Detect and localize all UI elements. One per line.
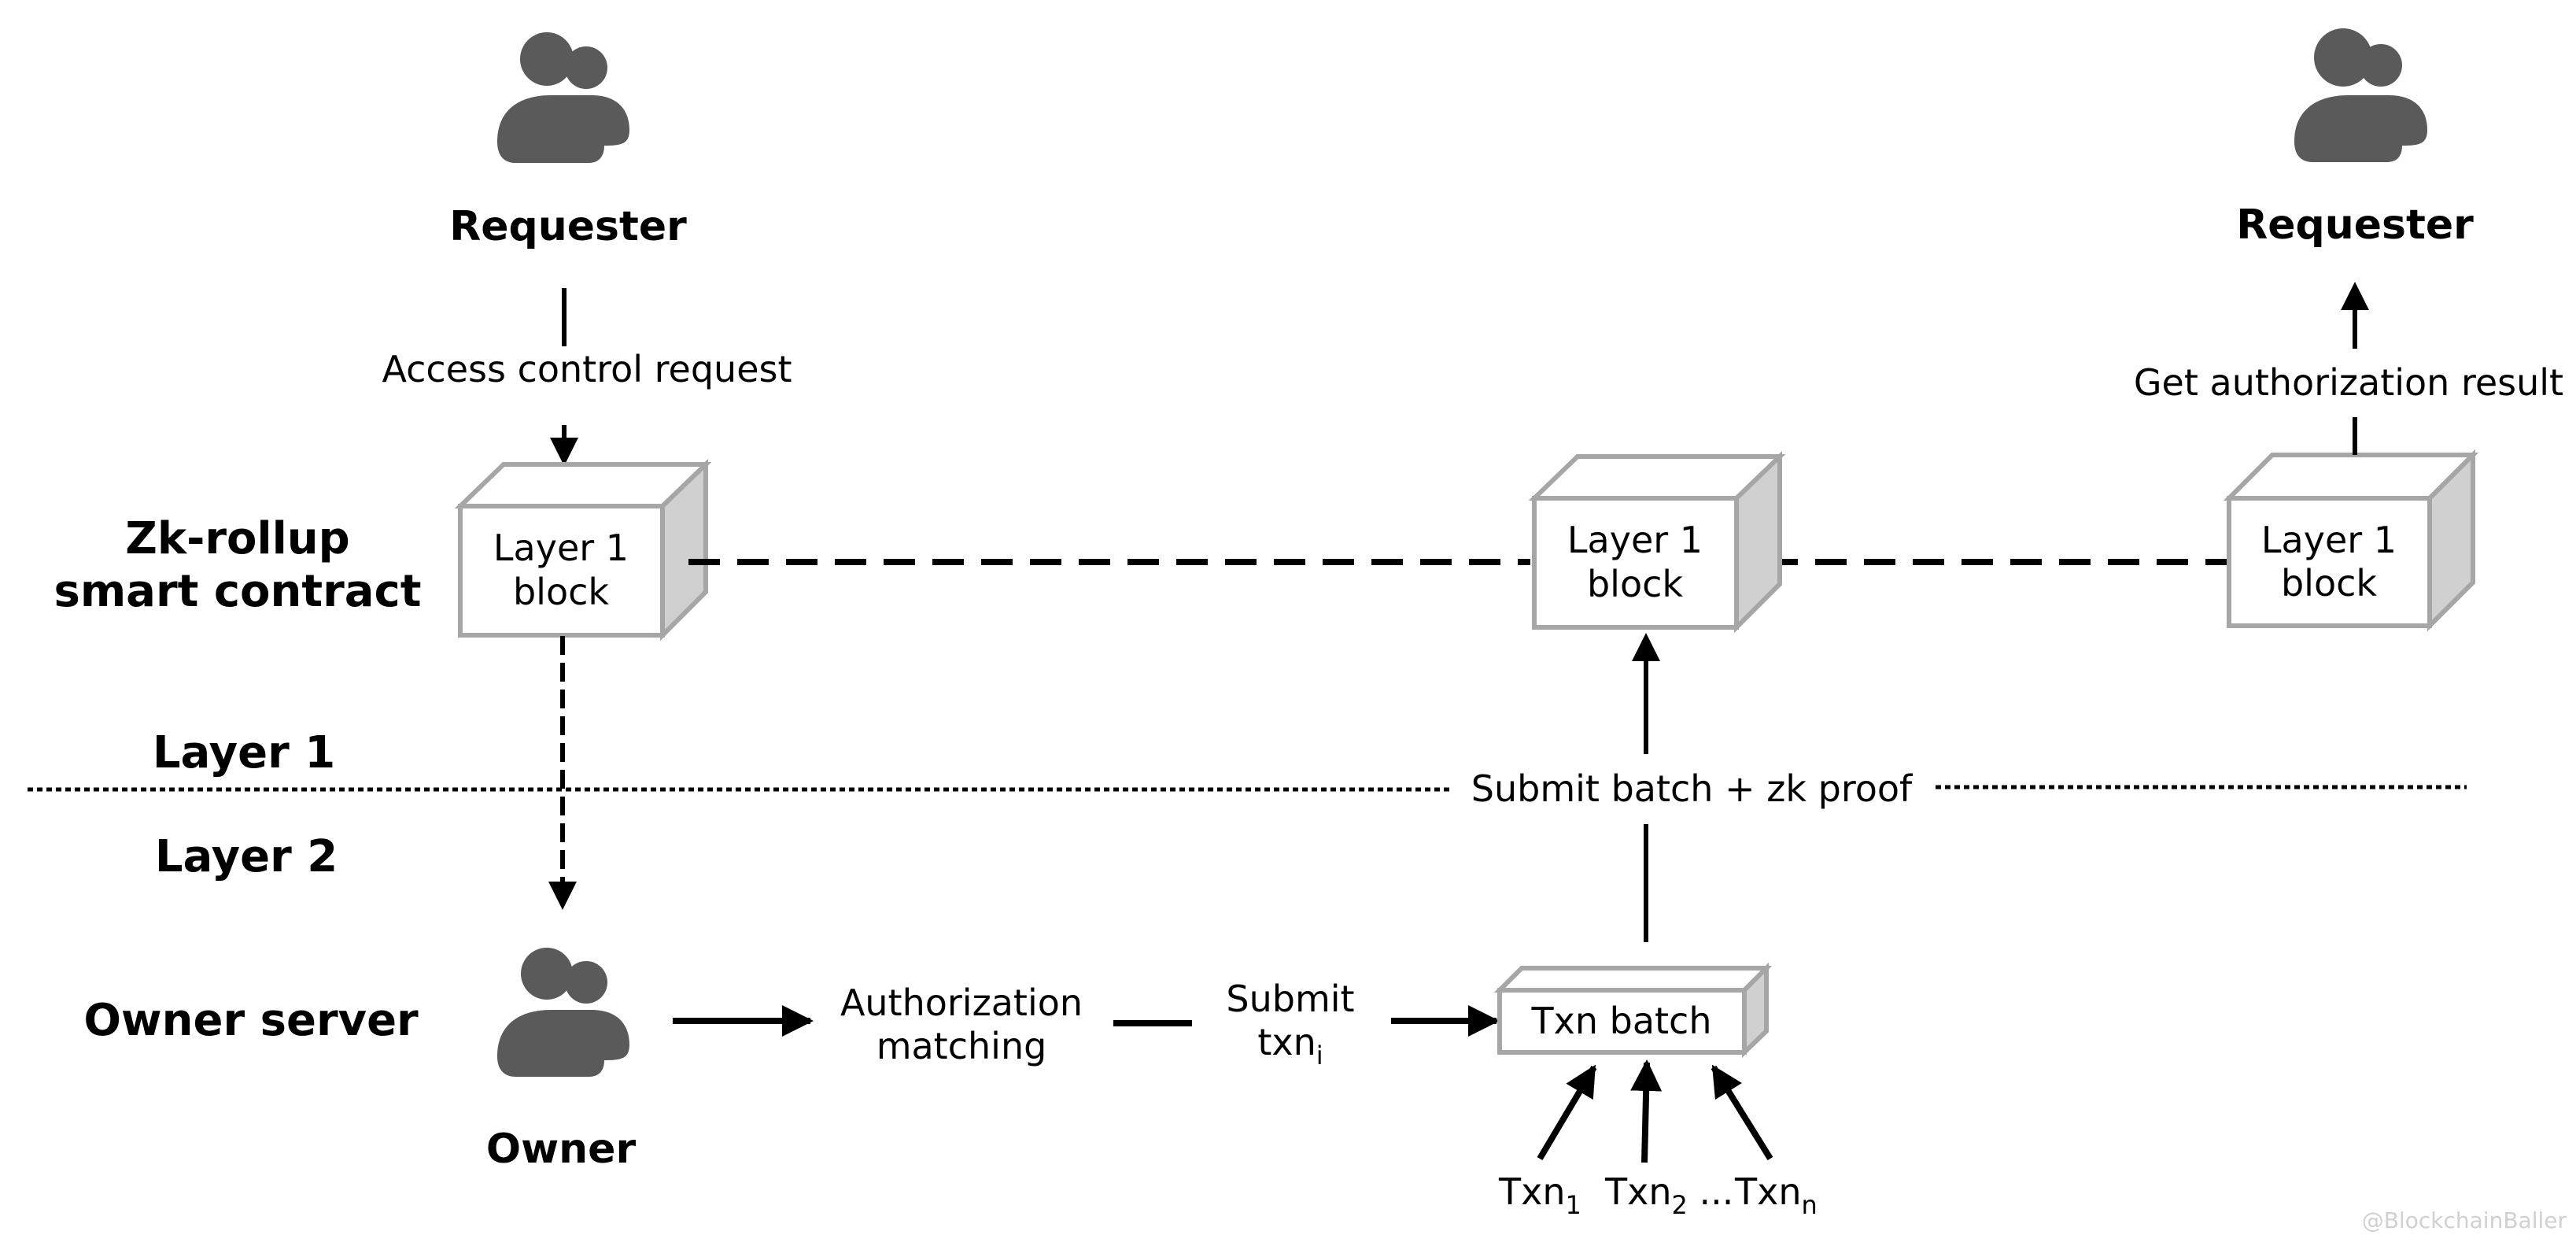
txn-1-base: Txn <box>1498 1170 1565 1213</box>
edge-access-control-request: Access control request <box>382 288 792 466</box>
transaction-arrows <box>1537 1059 1773 1163</box>
block-2-label-line1: Layer 1 <box>1567 519 1703 561</box>
txn-batch-label: Txn batch <box>1531 1000 1712 1042</box>
txn-batch-box: Txn batch <box>1493 962 1773 1059</box>
authorization-matching-line1: Authorization <box>840 982 1083 1024</box>
edge-label-get-authorization-result: Get authorization result <box>2134 361 2563 404</box>
requester-right-label: Requester <box>2236 202 2474 249</box>
requester-left-label: Requester <box>449 203 687 250</box>
block-1-label-line2: block <box>513 571 609 613</box>
layer1-block-3: Layer 1 block <box>2223 449 2479 632</box>
submit-txn-subscript: i <box>1316 1041 1323 1070</box>
txn-2-base: Txn <box>1604 1170 1671 1213</box>
owner-label: Owner <box>486 1126 637 1173</box>
submit-txn-line2: txni <box>1257 1021 1323 1070</box>
row-label-layer2: Layer 2 <box>155 831 338 882</box>
edge-label-access-control-request: Access control request <box>382 348 792 390</box>
txn-label-1: Txn1 <box>1498 1170 1581 1220</box>
watermark: @BlockchainBaller <box>2362 1207 2567 1233</box>
layer1-block-2: Layer 1 block <box>1528 450 1786 634</box>
edge-batch-to-block2: Submit batch + zk proof <box>1471 633 1914 942</box>
person-icon <box>497 948 629 1077</box>
row-label-owner-server: Owner server <box>83 995 419 1046</box>
txn-arrow-n <box>1711 1064 1773 1161</box>
row-label-smart-contract: smart contract <box>54 566 421 617</box>
txn-label-2: Txn2 ... <box>1604 1170 1733 1220</box>
owner: Owner <box>486 948 637 1173</box>
txn-label-n: Txnn <box>1734 1170 1818 1220</box>
txn-n-base: Txn <box>1734 1170 1801 1213</box>
authorization-matching-line2: matching <box>877 1025 1047 1067</box>
txn-2-ellipsis: ... <box>1688 1170 1734 1213</box>
block-1-label-line1: Layer 1 <box>493 527 629 569</box>
txn-arrow-2 <box>1630 1059 1663 1163</box>
person-icon <box>497 32 629 163</box>
requester-right: Requester <box>2236 28 2474 249</box>
txn-n-sub: n <box>1801 1190 1817 1220</box>
block-3-label-line2: block <box>2281 562 2377 605</box>
requester-left: Requester <box>449 32 687 250</box>
layer-divider <box>28 785 2467 792</box>
person-icon <box>2294 28 2427 162</box>
block-2-label-line2: block <box>1587 563 1683 605</box>
layer1-block-1: Layer 1 block <box>454 458 712 641</box>
block-3-label-line1: Layer 1 <box>2261 519 2397 561</box>
txn-1-sub: 1 <box>1565 1190 1581 1220</box>
row-label-zk-rollup: Zk-rollup <box>125 513 350 564</box>
edge-get-authorization-result: Get authorization result <box>2134 282 2563 455</box>
txn-2-sub: 2 <box>1671 1190 1687 1220</box>
row-label-layer1: Layer 1 <box>153 727 335 778</box>
submit-txn-line1: Submit <box>1226 978 1354 1020</box>
txn-arrow-1 <box>1537 1064 1597 1161</box>
edge-label-submit-batch-zk-proof: Submit batch + zk proof <box>1471 767 1914 810</box>
submit-txn-base: txn <box>1257 1021 1316 1063</box>
